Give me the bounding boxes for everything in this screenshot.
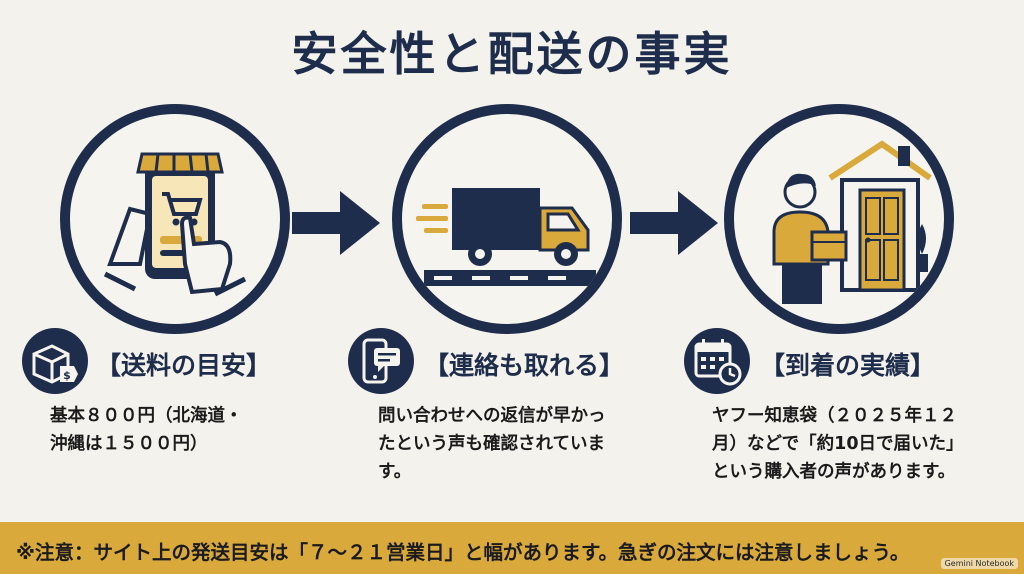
illustration-delivery-truck [392,104,622,334]
section-body-line: 月）などで「約10日で届いた」 [712,434,964,454]
delivery-truck-icon [416,188,596,286]
illustration-delivery-person-house [724,104,954,334]
notice-text: ※注意：サイト上の発送目安は「７～２１営業日」と幅があります。急ぎの注文には注意… [16,541,910,564]
badge-shipping: $ [22,328,88,394]
badge-contact [348,328,414,394]
svg-text:$: $ [63,369,71,382]
delivery-person-house-icon [772,140,932,304]
arrow-right-icon [292,191,380,255]
watermark: Gemini Notebook [940,558,1018,569]
section-body-line: という購入者の声があります。 [712,462,956,482]
section-heading-arrival: 【到着の実績】 [760,351,936,380]
section-body-line: 沖縄は１５００円） [50,434,208,454]
section-body-contact: 問い合わせへの返信が早かっ たという声も確認されていま す。 [378,402,668,486]
section-body-line: ヤフー知恵袋（２０２５年１２ [712,406,957,426]
badge-arrival [684,328,750,394]
section-heading-contact: 【連絡も取れる】 [424,351,625,380]
phone-shopping-icon [103,152,247,297]
box-price-tag-icon: $ [32,344,78,384]
section-body-line: 基本８００円（北海道・ [50,406,243,426]
page-title: 安全性と配送の事実 [291,27,733,81]
section-body-line: 問い合わせへの返信が早かっ [378,406,606,426]
section-body-shipping: 基本８００円（北海道・ 沖縄は１５００円） [50,402,320,458]
notice-bar: ※注意：サイト上の発送目安は「７～２１営業日」と幅があります。急ぎの注文には注意… [0,522,1024,574]
phone-message-icon [362,338,400,384]
calendar-clock-icon [694,339,742,386]
section-heading-shipping: 【送料の目安】 [96,351,272,380]
section-body-arrival: ヤフー知恵袋（２０２５年１２ 月）などで「約10日で届いた」 という購入者の声が… [712,402,1012,486]
section-body-line: たという声も確認されていま [378,434,605,454]
arrow-right-icon [630,191,718,255]
illustration-phone-shopping [60,104,290,334]
section-body-line: す。 [378,462,412,482]
